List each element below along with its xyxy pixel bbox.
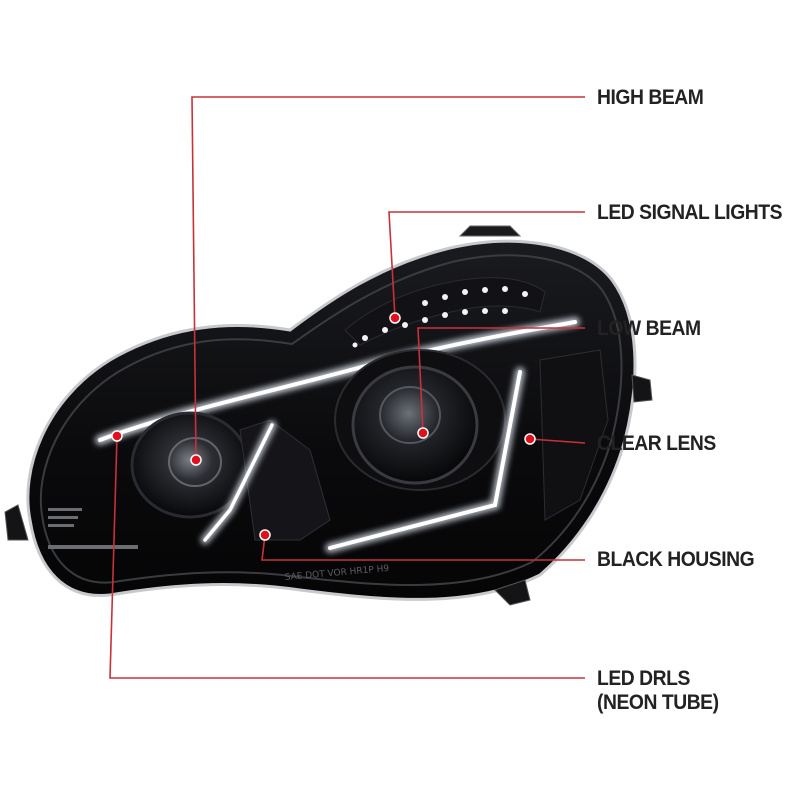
mount-tab-bottom: [494, 579, 531, 606]
callout-text-led-drls: LED DRLS: [597, 667, 690, 690]
callout-text-led-signal-lights: LED SIGNAL LIGHTS: [597, 201, 783, 224]
clear-lens-panel: [539, 349, 609, 521]
callout-label-black-housing: BLACK HOUSING: [597, 548, 755, 572]
drl-tube-left-l: [203, 423, 274, 542]
mount-tab-left: [4, 504, 29, 541]
low-beam-projector: [351, 365, 479, 485]
drl-tube-right-l: [328, 370, 522, 550]
callout-label-high-beam: HIGH BEAM: [597, 86, 704, 110]
callout-label-led-signal-lights: LED SIGNAL LIGHTS: [597, 201, 782, 225]
marker-black-housing: [259, 529, 271, 541]
callout-label-low-beam: LOW BEAM: [597, 317, 701, 341]
leader-line-clear-lens: [529, 438, 586, 444]
marker-clear-lens: [524, 433, 536, 445]
marker-led-drls: [111, 430, 123, 442]
callout-text-black-housing: BLACK HOUSING: [597, 548, 755, 571]
headlight-lens-inner-rim: [39, 254, 623, 586]
leader-line-black-housing: [261, 534, 585, 561]
signal-light-strip: [344, 277, 546, 346]
mount-tab-top: [458, 225, 522, 237]
callout-label-led-drls: LED DRLS (NEON TUBE): [597, 667, 719, 715]
leader-line-led-drls: [109, 435, 585, 679]
marker-high-beam: [190, 454, 202, 466]
leader-line-low-beam: [417, 327, 585, 434]
housing-side-markings: [48, 508, 138, 549]
callout-markers: [111, 312, 536, 541]
marker-low-beam: [417, 427, 429, 439]
callout-text-low-beam: LOW BEAM: [597, 317, 701, 340]
callout-leader-lines: [109, 96, 586, 679]
marker-led-signal-lights: [389, 312, 401, 324]
callout-text-high-beam: HIGH BEAM: [597, 86, 704, 109]
mount-tab-right: [631, 374, 653, 403]
callout-text-clear-lens: CLEAR LENS: [597, 432, 716, 455]
signal-led-dots: [352, 286, 528, 348]
leader-line-high-beam: [191, 96, 585, 461]
leader-line-led-signal-lights: [388, 211, 585, 319]
low-beam-projector-ring: [379, 386, 441, 444]
callout-label-clear-lens: CLEAR LENS: [597, 432, 716, 456]
callout-subtext-led-drls: (NEON TUBE): [597, 691, 719, 714]
